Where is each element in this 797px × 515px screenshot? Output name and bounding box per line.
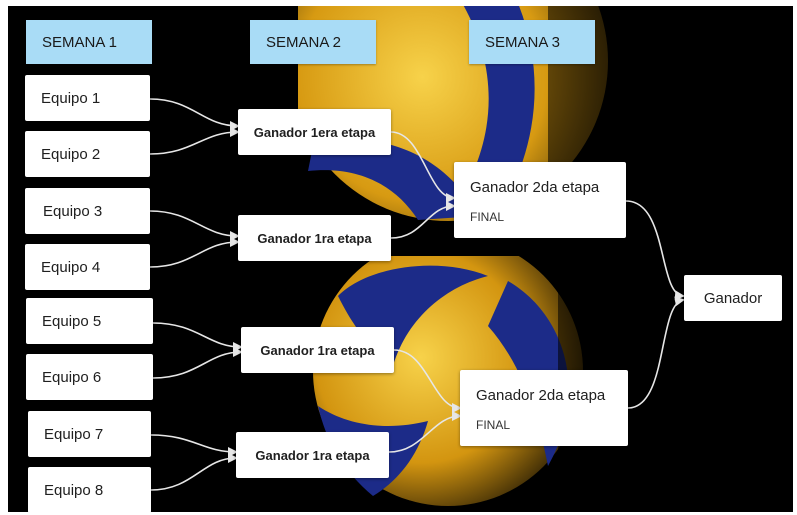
connector-stage2-b: [627, 296, 685, 409]
connector-equipo4: [149, 237, 240, 268]
bracket-connectors: [149, 98, 685, 491]
connector-equipo6: [152, 347, 243, 379]
team-name: Equipo 3: [43, 202, 103, 220]
stage2-subtitle: FINAL: [470, 210, 505, 224]
team-card-1[interactable]: Equipo 1: [25, 75, 150, 121]
connector-equipo5: [152, 322, 243, 352]
connector-stage1-a: [390, 131, 456, 203]
connector-stage2-a: [625, 200, 685, 301]
stage1-winner-4[interactable]: Ganador 1ra etapa: [236, 432, 389, 478]
team-card-8[interactable]: Equipo 8: [28, 467, 151, 512]
connector-equipo8: [150, 453, 238, 491]
connector-stage1-c: [393, 349, 462, 413]
winner-label: Ganador: [703, 289, 763, 307]
team-name: Equipo 5: [42, 312, 102, 330]
team-card-7[interactable]: Equipo 7: [28, 411, 151, 457]
bracket-canvas: SEMANA 1 SEMANA 2 SEMANA 3 Equipo 1 Equi…: [8, 6, 793, 512]
team-name: Equipo 7: [44, 425, 104, 443]
stage2-title: Ganador 2da etapa: [470, 179, 600, 196]
connector-equipo1: [149, 98, 240, 131]
team-card-6[interactable]: Equipo 6: [26, 354, 153, 400]
connector-equipo3: [149, 210, 240, 241]
team-name: Equipo 2: [41, 145, 101, 163]
header-semana-3: SEMANA 3: [469, 20, 595, 64]
stage1-label: Ganador 1ra etapa: [260, 342, 375, 358]
stage1-winner-1[interactable]: Ganador 1era etapa: [238, 109, 391, 155]
connector-stage1-b: [390, 201, 456, 239]
header-semana-1: SEMANA 1: [26, 20, 152, 64]
team-card-3[interactable]: Equipo 3: [25, 188, 150, 234]
team-name: Equipo 1: [41, 89, 101, 107]
stage2-title: Ganador 2da etapa: [476, 387, 606, 404]
team-name: Equipo 8: [44, 481, 104, 499]
stage1-winner-3[interactable]: Ganador 1ra etapa: [241, 327, 394, 373]
stage1-winner-2[interactable]: Ganador 1ra etapa: [238, 215, 391, 261]
connector-stage1-d: [388, 411, 462, 453]
team-card-4[interactable]: Equipo 4: [25, 244, 150, 290]
header-semana-2: SEMANA 2: [250, 20, 376, 64]
header-label: SEMANA 3: [485, 33, 561, 51]
team-name: Equipo 4: [41, 258, 101, 276]
header-label: SEMANA 1: [42, 33, 118, 51]
stage2-winner-2[interactable]: Ganador 2da etapa FINAL: [460, 370, 628, 446]
team-card-5[interactable]: Equipo 5: [26, 298, 153, 344]
team-name: Equipo 6: [42, 368, 102, 386]
connector-equipo7: [150, 434, 238, 457]
stage1-label: Ganador 1ra etapa: [255, 447, 370, 463]
final-winner[interactable]: Ganador: [684, 275, 782, 321]
stage1-label: Ganador 1era etapa: [253, 124, 376, 140]
header-label: SEMANA 2: [266, 33, 342, 51]
stage1-label: Ganador 1ra etapa: [257, 230, 372, 246]
team-card-2[interactable]: Equipo 2: [25, 131, 150, 177]
stage2-subtitle: FINAL: [476, 418, 511, 432]
stage2-winner-1[interactable]: Ganador 2da etapa FINAL: [454, 162, 626, 238]
connector-equipo2: [149, 127, 240, 155]
